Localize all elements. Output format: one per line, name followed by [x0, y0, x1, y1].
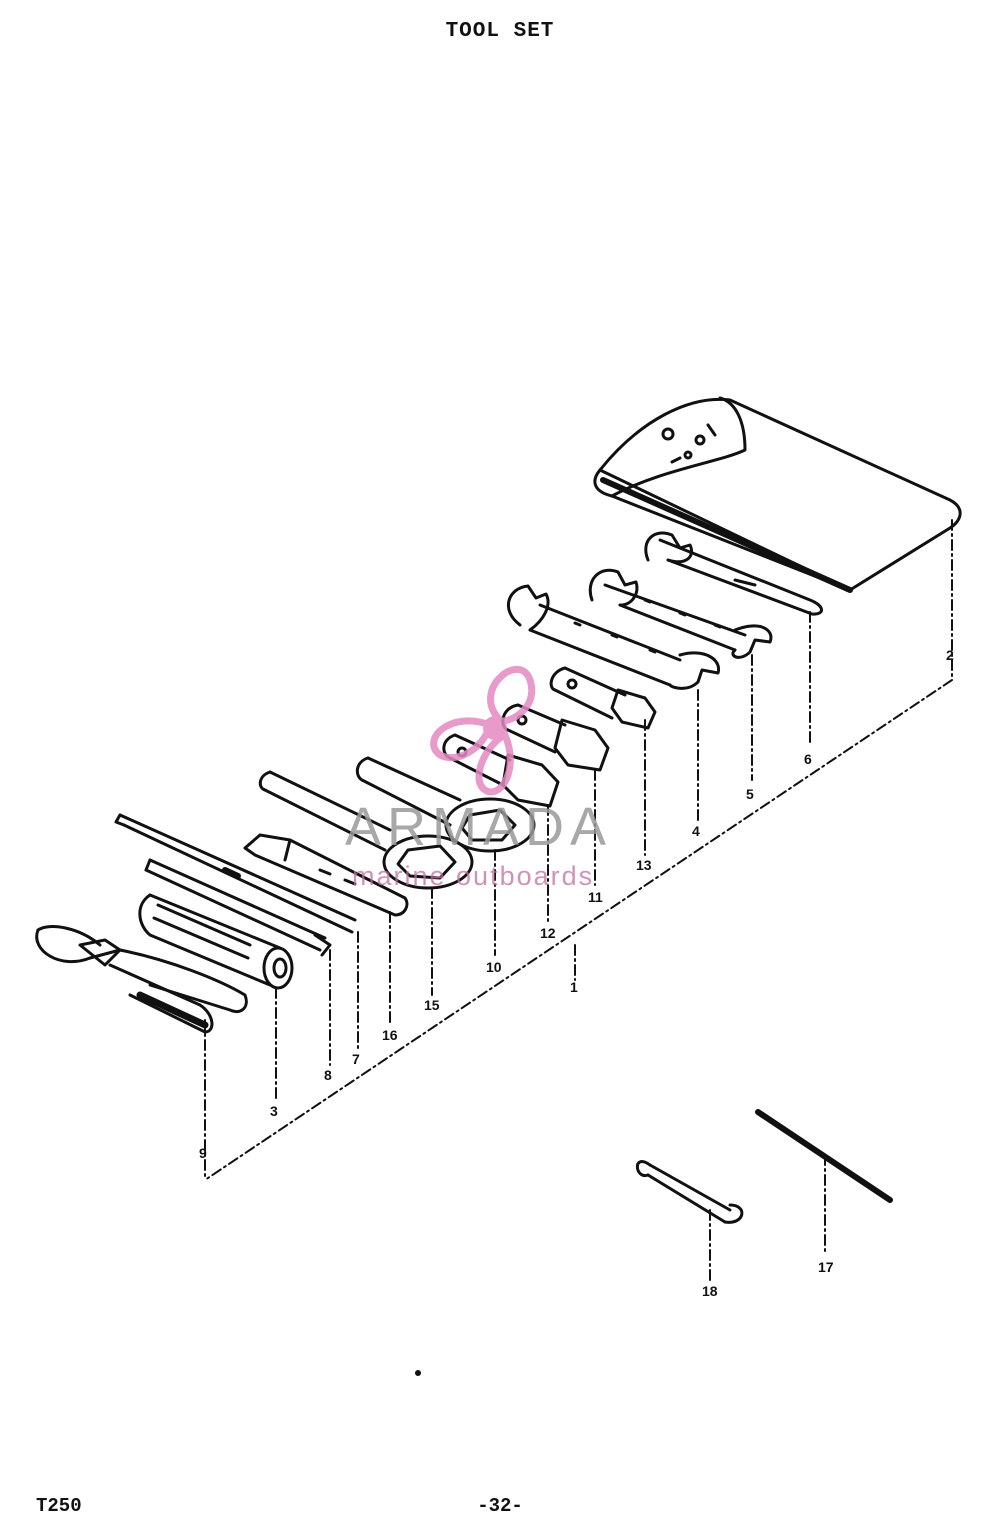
callout-label: 16 [382, 1027, 398, 1043]
model-code: T250 [36, 1495, 82, 1517]
box-spanner-illustration [549, 666, 657, 730]
callout-label: 1 [570, 979, 578, 995]
callout-label: 12 [540, 925, 556, 941]
small-wrench-illustration [635, 1160, 744, 1224]
open-end-wrench-illustration [644, 531, 823, 616]
page-number: -32- [477, 1495, 523, 1517]
pliers-illustration [35, 925, 248, 1034]
page-title: TOOL SET [445, 20, 555, 43]
tyre-lever-illustration [243, 833, 409, 917]
open-end-wrench-illustration [507, 584, 721, 690]
screwdriver-bit-illustration [144, 858, 332, 957]
ring-spanner-illustration [258, 770, 474, 890]
tool-bag-illustration [593, 396, 962, 593]
callout-label: 10 [486, 959, 502, 975]
armada-logo-icon [430, 665, 536, 796]
ink-dot [415, 1370, 421, 1376]
callout-label: 6 [804, 751, 812, 767]
screwdriver-handle-illustration [138, 893, 294, 990]
watermark: ARMADA marine outboards [345, 665, 612, 891]
watermark-tagline: marine outboards [352, 861, 594, 891]
callout-label: 4 [692, 823, 700, 839]
callout-label: 5 [746, 786, 754, 802]
callout-label: 7 [352, 1051, 360, 1067]
callout-label: 13 [636, 857, 652, 873]
watermark-brand: ARMADA [345, 797, 612, 857]
callout-label: 17 [818, 1259, 834, 1275]
callout-label: 15 [424, 997, 440, 1013]
callout-label: 3 [270, 1103, 278, 1119]
callout-label: 11 [588, 889, 603, 905]
callout-label: 18 [702, 1283, 718, 1299]
bracket-lines [204, 519, 953, 1281]
extension-bar-illustration [114, 813, 357, 934]
callout-label: 2 [946, 647, 954, 663]
callout-label: 8 [324, 1067, 332, 1083]
callout-label: 9 [199, 1145, 207, 1161]
open-end-wrench-illustration [588, 568, 773, 659]
ring-spanner-illustration [355, 756, 536, 853]
